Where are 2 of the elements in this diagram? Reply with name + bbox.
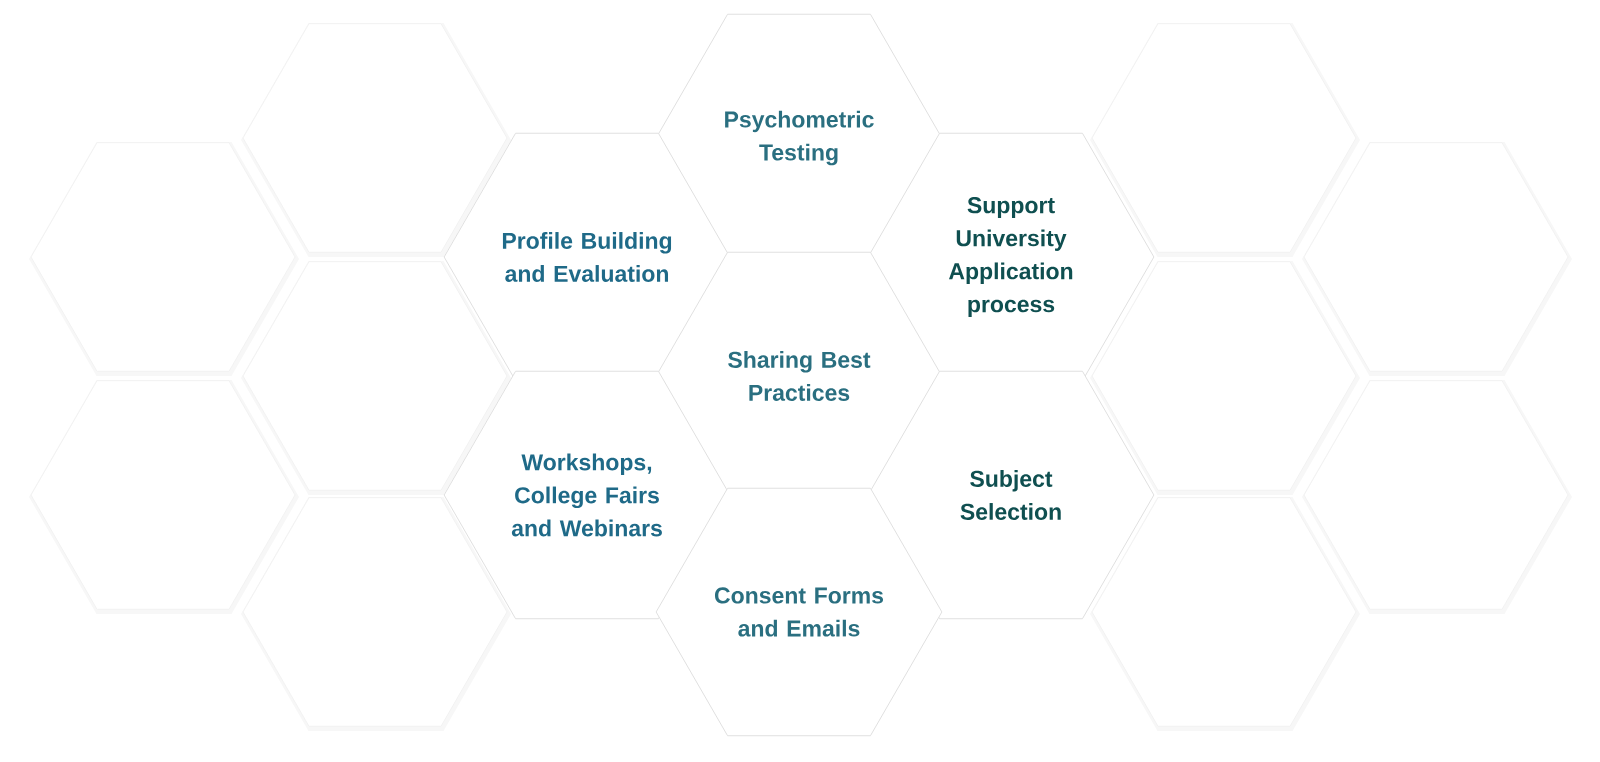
empty-hexagon xyxy=(241,497,511,731)
empty-hexagon xyxy=(1090,497,1360,731)
